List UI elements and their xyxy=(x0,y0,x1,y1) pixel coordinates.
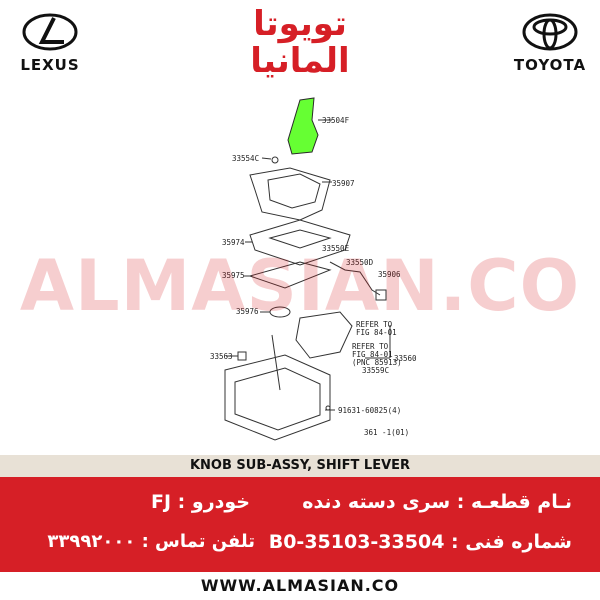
part-label: (PNC 85913) xyxy=(352,358,402,367)
part-label: 33560 xyxy=(394,354,417,363)
part-label: FIG 84-01 xyxy=(356,328,397,337)
part-label: 33504F xyxy=(322,116,350,125)
part-number: شماره فنی : B0-35103-33504 xyxy=(268,531,572,553)
brand-line-2: المانیا xyxy=(250,41,350,81)
lexus-emblem-icon xyxy=(22,13,78,51)
watermark-text: ALMASIAN.CO xyxy=(19,245,581,327)
info-panel: نـام قطعـه : سری دسته دنده شماره فنی : B… xyxy=(0,477,600,572)
part-label: 35974 xyxy=(222,238,245,247)
lexus-wordmark: LEXUS xyxy=(20,56,80,74)
website-url[interactable]: WWW.ALMASIAN.CO xyxy=(0,572,600,600)
part-name: نـام قطعـه : سری دسته دنده xyxy=(302,491,572,513)
part-label: 35907 xyxy=(332,179,355,188)
part-label: 33554C xyxy=(232,154,260,163)
toyota-wordmark: TOYOTA xyxy=(513,56,587,74)
part-label: REFER TO xyxy=(356,320,393,329)
lexus-logo: LEXUS xyxy=(0,8,100,78)
phone-number: تلفن تماس : ۳۳۹۹۲۰۰۰ xyxy=(47,531,255,552)
part-label: 33563 xyxy=(210,352,233,361)
part-label: 91631-60825(4) xyxy=(338,406,402,415)
part-label: 35976 xyxy=(236,307,259,316)
toyota-emblem-icon xyxy=(522,13,578,51)
part-label: 33550E xyxy=(322,244,350,253)
almasian-brand: تویوتا المانیا xyxy=(180,6,420,86)
part-label: 35975 xyxy=(222,271,245,280)
part-label: 33559C xyxy=(362,366,390,375)
part-label: 33550D xyxy=(346,258,374,267)
parts-diagram: 33504F 33554C 35907 35974 33550E 33550D … xyxy=(0,90,600,450)
part-label: 35906 xyxy=(378,270,401,279)
part-label: REFER TO xyxy=(352,342,389,351)
part-caption: KNOB SUB-ASSY, SHIFT LEVER xyxy=(0,455,600,477)
part-label: 361 -1(01) xyxy=(364,428,410,437)
part-label: FIG 84-01 xyxy=(352,350,393,359)
exploded-view-drawing xyxy=(224,97,391,441)
vehicle-model: خودرو : FJ xyxy=(151,491,250,513)
toyota-logo: TOYOTA xyxy=(500,8,600,78)
brand-line-1: تویوتا xyxy=(253,4,347,44)
